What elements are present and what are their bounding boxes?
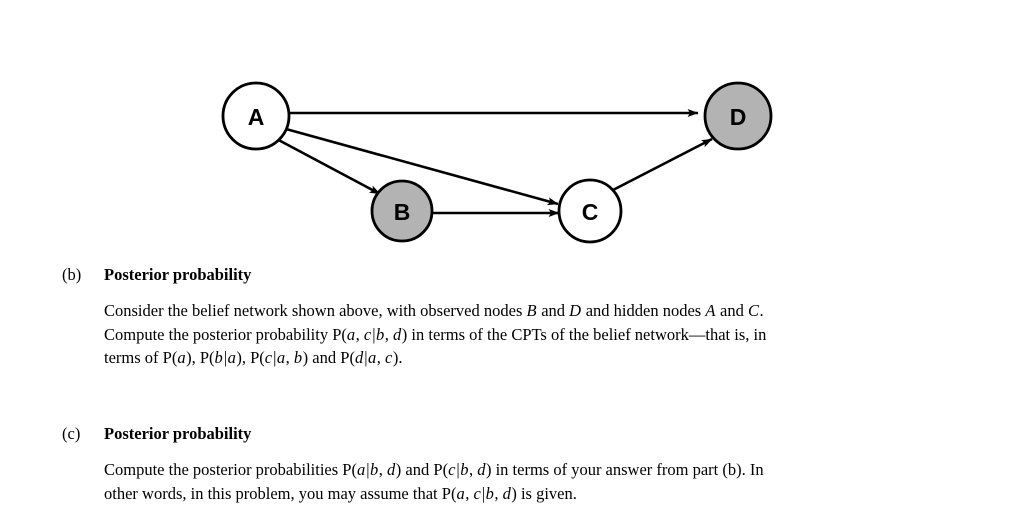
edge-a-to-c (285, 127, 559, 206)
problem-b-body: Consider the belief network shown above,… (104, 299, 962, 370)
node-a-circle[interactable] (221, 81, 291, 151)
math-variable: A (705, 301, 716, 320)
math-expression: P(a) (162, 348, 192, 367)
belief-network-figure: A B C D (0, 0, 1024, 258)
problem-c-marker: (c) (62, 424, 81, 443)
node-d-label: D (730, 104, 747, 130)
edge-a-to-b (278, 139, 381, 196)
edges-group (278, 109, 713, 217)
problem-b-title: Posterior probability (104, 265, 252, 284)
node-d-circle[interactable] (703, 81, 773, 151)
paragraph-line: terms of P(a), P(b|a), P(c|a, b) and P(d… (104, 348, 403, 367)
problem-b-heading: (b) Posterior probability (62, 264, 962, 285)
edge-c-to-d (612, 137, 713, 192)
paragraph-line: other words, in this problem, you may as… (104, 483, 577, 503)
problem-text-region: (b) Posterior probability Consider the b… (0, 258, 1024, 532)
node-c-label: C (582, 199, 599, 225)
problem-b: (b) Posterior probability Consider the b… (62, 264, 962, 370)
problem-c-title: Posterior probability (104, 424, 252, 443)
math-expression: P(c|b, d) (433, 460, 492, 479)
math-expression: P(b|a) (199, 348, 242, 367)
node-b[interactable]: B (370, 179, 434, 243)
math-expression: P(a, c|b, d) (332, 324, 408, 344)
paragraph-line: Compute the posterior probabilities P(a|… (104, 460, 764, 479)
math-expression: P(d|a, c) (340, 348, 399, 367)
math-variable: D (569, 301, 582, 320)
problem-c-body: Compute the posterior probabilities P(a|… (104, 458, 962, 505)
math-expression: P(c|a, b) (250, 348, 309, 367)
node-b-label: B (394, 199, 411, 225)
belief-network-svg: A B C D (221, 81, 773, 244)
node-b-circle[interactable] (370, 179, 434, 243)
math-expression: P(a|b, d) (342, 460, 402, 479)
paragraph-line: Compute the posterior probability P(a, c… (104, 324, 767, 344)
paragraph-line: Consider the belief network shown above,… (104, 301, 764, 320)
nodes-group: A B C D (221, 81, 773, 244)
math-variable: B (526, 301, 537, 320)
problem-c: (c) Posterior probability Compute the po… (62, 423, 962, 505)
math-variable: C (748, 301, 760, 320)
node-a-label: A (248, 104, 265, 130)
problem-b-marker: (b) (62, 265, 82, 284)
math-expression: P(a, c|b, d) (441, 483, 517, 503)
node-c[interactable]: C (557, 178, 623, 244)
problem-c-heading: (c) Posterior probability (62, 423, 962, 444)
node-c-circle[interactable] (557, 178, 623, 244)
node-a[interactable]: A (221, 81, 291, 151)
node-d[interactable]: D (703, 81, 773, 151)
